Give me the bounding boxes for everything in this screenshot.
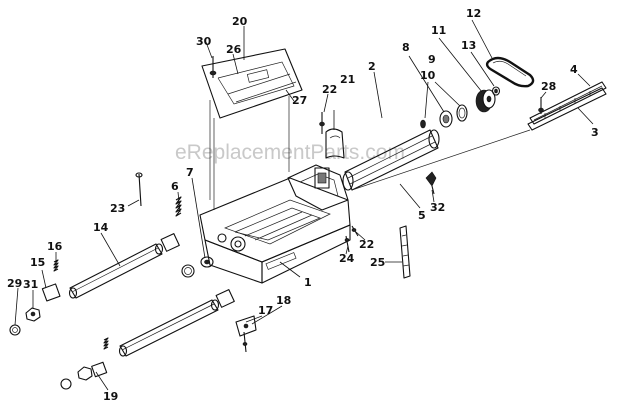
callout-25: 25 xyxy=(370,256,385,269)
callout-19: 19 xyxy=(103,390,118,403)
part-lower-feed-roller xyxy=(118,289,235,357)
callout-32: 32 xyxy=(430,201,445,214)
callout-22-upper: 22 xyxy=(322,83,337,96)
callout-10: 10 xyxy=(420,69,436,82)
part-cutter-head xyxy=(342,129,531,191)
part-small-bolt-lower xyxy=(351,225,359,237)
callout-16: 16 xyxy=(47,240,63,253)
part-top-cover xyxy=(201,48,303,210)
part-gib-screw xyxy=(538,97,544,114)
callout-13: 13 xyxy=(461,39,476,52)
callout-11: 11 xyxy=(431,24,446,37)
callout-28: 28 xyxy=(541,80,556,93)
callout-29: 29 xyxy=(7,277,22,290)
callout-12: 12 xyxy=(466,7,481,20)
callout-labels: 1 2 3 4 5 6 7 8 9 10 11 12 13 14 15 16 1… xyxy=(7,7,599,403)
part-cover-screw xyxy=(209,56,217,78)
part-lower-roller-hardware xyxy=(60,361,108,390)
part-snap-ring-upper xyxy=(9,324,21,336)
part-drive-pulley xyxy=(475,89,496,113)
callout-14: 14 xyxy=(93,221,109,234)
callout-30: 30 xyxy=(196,35,212,48)
callout-23: 23 xyxy=(110,202,125,215)
callout-8: 8 xyxy=(402,41,410,54)
callout-5: 5 xyxy=(418,209,426,222)
part-upper-feed-roller xyxy=(68,233,180,299)
part-roller-spring-upper xyxy=(53,259,59,272)
part-wing-bolt xyxy=(425,171,437,195)
callout-6: 6 xyxy=(171,180,179,193)
callout-20: 20 xyxy=(232,15,248,28)
callout-26: 26 xyxy=(226,43,242,56)
part-bushing-block-upper xyxy=(41,283,61,302)
part-alignment-pin xyxy=(135,172,143,207)
callout-4: 4 xyxy=(570,63,578,76)
callout-15: 15 xyxy=(30,256,45,269)
part-small-bolt-upper xyxy=(319,112,325,134)
callout-24: 24 xyxy=(339,252,355,265)
callout-18: 18 xyxy=(276,294,291,307)
callout-7: 7 xyxy=(186,166,194,179)
leader-lines xyxy=(14,19,594,391)
callout-31: 31 xyxy=(23,278,38,291)
callout-21: 21 xyxy=(340,73,355,86)
part-shaft-key xyxy=(420,119,426,129)
callout-3: 3 xyxy=(591,126,599,139)
part-drive-belt xyxy=(485,56,535,88)
callout-27: 27 xyxy=(292,94,307,107)
part-retaining-ring xyxy=(456,104,468,122)
part-motor-bracket xyxy=(325,128,345,159)
part-roller-spring-lower xyxy=(103,337,109,350)
part-knife-gib xyxy=(527,87,607,131)
part-base-frame xyxy=(199,164,351,284)
part-nut-upper xyxy=(25,307,41,322)
part-pulley-nut xyxy=(491,86,501,96)
callout-17: 17 xyxy=(258,304,273,317)
callout-22-lower: 22 xyxy=(359,238,374,251)
callout-2: 2 xyxy=(368,60,376,73)
part-latch-screw xyxy=(242,331,248,353)
part-scale-strip xyxy=(399,225,411,279)
part-latch-plate xyxy=(235,315,257,337)
part-bearing xyxy=(439,110,453,128)
part-washer xyxy=(200,256,214,268)
callout-1: 1 xyxy=(304,276,312,289)
callout-9: 9 xyxy=(428,53,436,66)
part-set-screw xyxy=(344,235,350,253)
watermark-text: eReplacementParts.com xyxy=(175,141,405,164)
part-snap-ring xyxy=(181,264,195,278)
